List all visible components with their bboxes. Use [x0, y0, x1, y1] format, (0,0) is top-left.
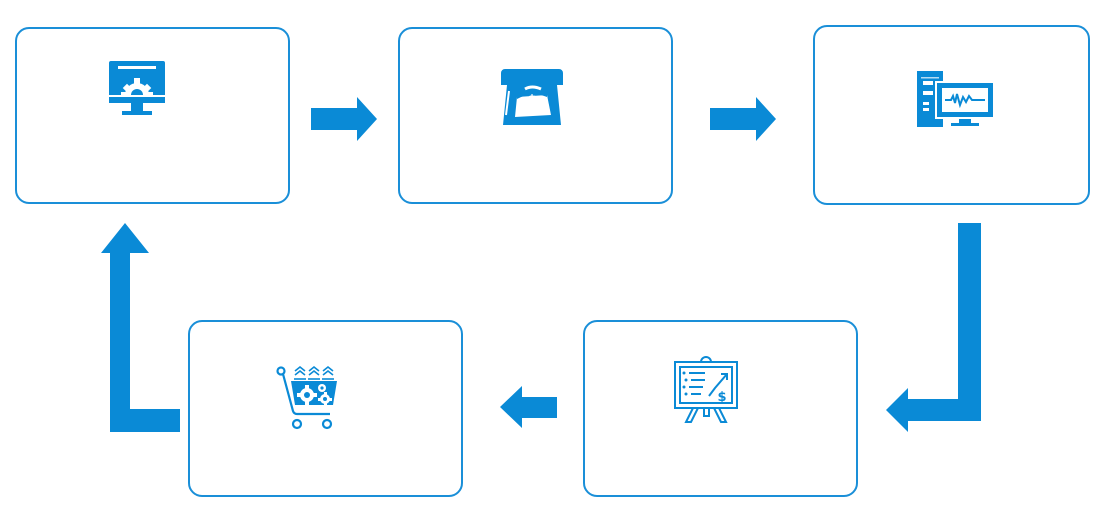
step-box-4: $ — [583, 320, 858, 497]
arrow-step1-to-step2 — [311, 97, 377, 141]
shopping-cart-gears-icon — [276, 365, 337, 430]
atm-cash-dispense-icon: $ — [501, 69, 563, 125]
presentation-board-growth-icon: $ — [674, 356, 738, 423]
step-box-1 — [15, 27, 290, 204]
arrow-step4-to-step5 — [500, 386, 557, 428]
dollar-sign: $ — [717, 390, 726, 405]
dollar-sign: $ — [527, 93, 537, 109]
arrow-step5-to-step1 — [101, 223, 180, 432]
step-box-2: $ — [398, 27, 673, 204]
step-box-3 — [813, 25, 1090, 205]
arrow-step3-to-step4 — [886, 223, 981, 432]
computer-monitoring-icon — [917, 71, 995, 127]
step-box-5 — [188, 320, 463, 497]
monitor-gear-icon — [109, 61, 165, 115]
arrow-step2-to-step3 — [710, 97, 776, 141]
